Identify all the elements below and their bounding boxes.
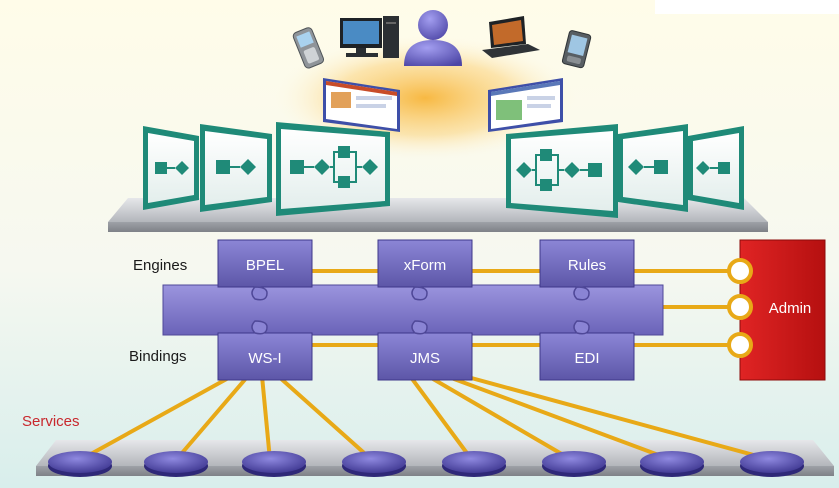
binding-block-edi (539, 332, 635, 381)
service-nodes (48, 451, 804, 477)
service-node-icon (144, 451, 208, 477)
process-panel-icon (688, 126, 744, 210)
admin-panel (739, 239, 826, 381)
user-icon (404, 10, 462, 66)
devices (292, 10, 592, 69)
engine-blocks (217, 239, 635, 288)
process-panels-left (143, 122, 390, 216)
binding-blocks (217, 332, 635, 381)
service-node-icon (442, 451, 506, 477)
service-node-icon (342, 451, 406, 477)
puzzle-joints (251, 286, 590, 335)
admin-label: Admin (769, 300, 812, 317)
binding-block-wsi (217, 332, 313, 381)
pda-icon (561, 30, 592, 69)
engine-label-rules: Rules (568, 257, 606, 274)
bindings-label: Bindings (129, 348, 187, 365)
process-panel-icon (506, 124, 618, 218)
service-node-icon (740, 451, 804, 477)
process-panel-icon (276, 122, 390, 216)
engine-connectors (312, 269, 730, 347)
laptop-icon (482, 16, 540, 58)
process-panel-icon (143, 126, 199, 210)
browser-window-icon (488, 78, 563, 132)
engine-label-bpel: BPEL (246, 257, 284, 274)
top-right-blank (655, 0, 839, 14)
admin-ports (727, 258, 753, 358)
service-node-icon (242, 451, 306, 477)
mobile-phone-icon (292, 27, 325, 69)
process-panel-icon (200, 124, 272, 212)
engine-block-rules (539, 239, 635, 288)
binding-label-wsi: WS-I (248, 350, 281, 367)
engine-label-xform: xForm (404, 257, 447, 274)
engines-label: Engines (133, 257, 187, 274)
binding-label-jms: JMS (410, 350, 440, 367)
desktop-computer-icon (340, 16, 399, 58)
binding-label-edi: EDI (574, 350, 599, 367)
service-node-icon (48, 451, 112, 477)
process-panels-right (506, 124, 744, 218)
engine-block-xform (377, 239, 473, 288)
service-node-icon (542, 451, 606, 477)
services-label: Services (22, 413, 80, 430)
service-connectors (78, 374, 774, 462)
service-node-icon (640, 451, 704, 477)
engine-block-bpel (217, 239, 313, 288)
binding-block-jms (377, 332, 473, 381)
browser-window-icon (323, 78, 400, 132)
process-panel-icon (618, 124, 688, 212)
